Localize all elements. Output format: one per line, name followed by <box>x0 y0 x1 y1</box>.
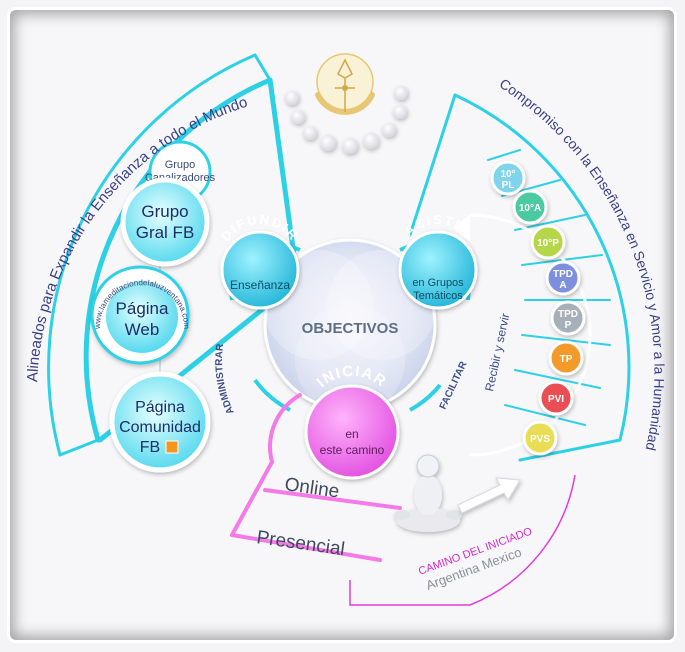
level-sublabel: A <box>559 280 566 291</box>
comunidad-line2: Comunidad <box>119 419 201 436</box>
level-ball: 10°P <box>530 224 566 260</box>
level-label: 10°A <box>519 203 541 214</box>
level-label: PVS <box>530 434 550 445</box>
comunidad-line1: Página <box>135 399 185 416</box>
level-label: TPD <box>553 269 573 280</box>
gral-fb-line1: Grupo <box>141 202 188 221</box>
facilitar-ring <box>409 383 442 412</box>
gral-fb-line2: Gral FB <box>136 223 195 242</box>
center-title: OBJECTIVOS <box>302 320 399 337</box>
canalizadores-line1: Grupo <box>165 159 196 171</box>
online-label: Online <box>283 474 340 502</box>
pink-sector <box>230 393 402 562</box>
pagina-web-node: Página Web www.lameditaciondelaluzventan… <box>90 265 191 365</box>
iniciar-sub2: este camino <box>320 443 385 457</box>
iniciar-node: INICIAR en este camino <box>304 363 400 480</box>
gral-fb-node: Grupo Gral FB <box>120 177 210 267</box>
presencial-label: Presencial <box>255 527 346 560</box>
difundir-sub: Enseñanza <box>230 278 290 292</box>
level-ball: TP <box>548 340 584 376</box>
iniciar-sub1: en <box>345 427 358 441</box>
comunidad-fb-node: Página Comunidad FB <box>109 371 211 473</box>
administrar-ring <box>253 378 291 412</box>
level-label: PVI <box>548 394 564 405</box>
level-ball: 10°A <box>512 189 548 225</box>
level-label: 10° <box>500 169 515 180</box>
right-sector <box>408 93 631 462</box>
pagina-web-line2: Web <box>125 320 160 339</box>
level-ball: PVS <box>522 420 558 456</box>
level-label: TP <box>560 354 573 365</box>
recibir-label: Recibir y servir <box>482 312 512 393</box>
right-arc-label: Compromiso con la Enseñanza en Servicio … <box>497 75 668 452</box>
administrar-label: ADMINISTRAR <box>214 343 237 416</box>
difundir-node: DIFUNDIR Enseñanza <box>218 212 300 310</box>
level-sublabel: PL <box>502 180 515 191</box>
comunidad-line3: FB <box>140 439 160 456</box>
pagina-web-line1: Página <box>116 299 169 318</box>
asistir-sub1: en Grupos <box>412 277 464 289</box>
level-ball: PVI <box>538 380 574 416</box>
arrow-right-icon <box>457 477 521 514</box>
level-label: 10°P <box>537 238 559 249</box>
camino-curve <box>349 474 576 606</box>
level-label: TPD <box>558 309 578 320</box>
level-sublabel: P <box>565 320 572 331</box>
facebook-icon <box>165 440 179 454</box>
asistir-sub2: Temáticos <box>413 290 463 302</box>
level-ball: 10°PL <box>490 160 526 196</box>
arrow-up-icon <box>453 214 471 241</box>
facilitar-label: FACILITAR <box>438 359 470 411</box>
venn-bottom <box>295 305 405 415</box>
asistir-node: ASISTIR en Grupos Temáticos <box>398 212 478 310</box>
meditating-figure-icon <box>394 454 462 532</box>
logo-emblem <box>285 53 408 154</box>
